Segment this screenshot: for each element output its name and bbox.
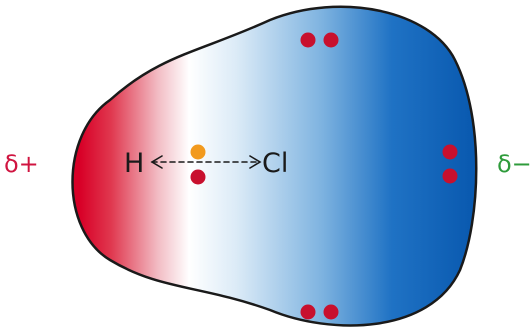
delta-minus-label: δ− bbox=[497, 150, 532, 178]
lone-pair-bottom bbox=[300, 304, 339, 320]
hydrogen-atom-label: H bbox=[124, 148, 144, 179]
double-headed-dashed-arrow-icon bbox=[150, 155, 262, 169]
lone-pair-right bbox=[442, 144, 458, 184]
shared-electron-from-chlorine bbox=[190, 169, 206, 185]
electron-cloud bbox=[71, 5, 478, 327]
lone-pair-top bbox=[300, 32, 339, 48]
shared-electron-from-hydrogen bbox=[190, 144, 206, 160]
chlorine-atom-label: Cl bbox=[262, 148, 288, 179]
delta-plus-label: δ+ bbox=[4, 150, 39, 178]
